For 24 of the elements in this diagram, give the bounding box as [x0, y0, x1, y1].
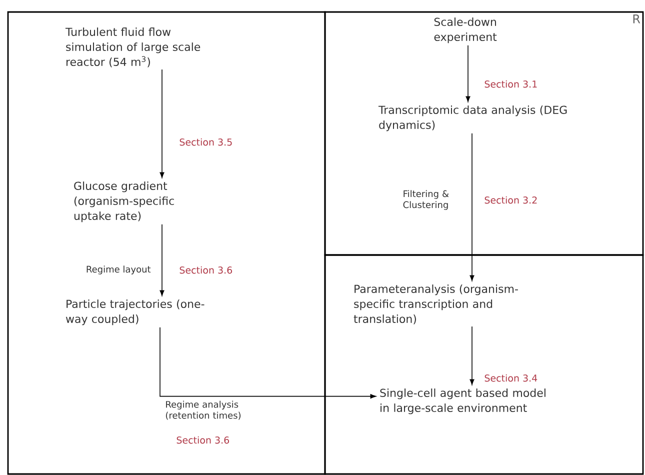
- arrow: [160, 326, 376, 399]
- step-text: Single-cell agent based model in large-scale environment: [380, 388, 546, 414]
- step-text: Particle trajectories (one-way coupled): [66, 300, 204, 326]
- step-text: Glucose gradient (organism-specific uptake rate): [74, 182, 174, 222]
- arrow: [470, 326, 474, 385]
- edge-label: Section 3.6: [175, 435, 231, 445]
- arrow: [160, 69, 164, 178]
- panel-box: [324, 254, 644, 475]
- step-text: Turbulent fluid flow simulation of large scale reactor (54 m$^{3}$): [65, 28, 200, 68]
- note-text: Filtering & Clustering: [403, 190, 449, 210]
- arrow: [470, 132, 474, 281]
- edge-label: Section 3.2: [483, 195, 539, 205]
- panel-box: [7, 11, 326, 475]
- edge-label: Section 3.1: [483, 79, 539, 89]
- step-text: Scale-down experiment: [434, 18, 497, 44]
- step-text: Transcriptomic data analysis (DEG dynamics): [378, 106, 567, 132]
- step-text: Parameteranalysis (organism-specific transcription and translation): [354, 284, 518, 324]
- arrow: [466, 44, 470, 102]
- note-text: Regime layout: [86, 266, 151, 274]
- note-text: Regime analysis (retention times): [166, 400, 241, 420]
- edge-label: Section 3.4: [483, 373, 539, 383]
- edge-label: Section 3.6: [178, 265, 234, 275]
- arrow: [160, 224, 164, 296]
- edge-label: Section 3.5: [178, 137, 234, 147]
